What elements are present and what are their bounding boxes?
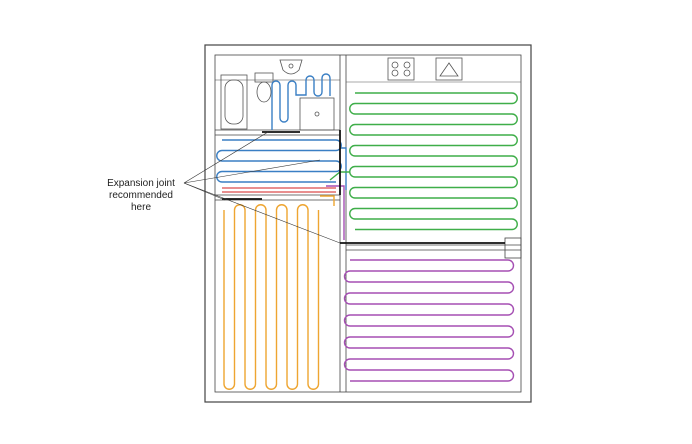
bathtub-icon <box>220 74 248 130</box>
callout-line-1: Expansion joint <box>107 178 175 189</box>
feed-line-4 <box>320 195 335 206</box>
kitchen-living-loop <box>349 92 518 231</box>
expansion-joint-callout: Expansion joint recommended here <box>100 178 182 214</box>
bedroom-right-loop <box>343 259 515 382</box>
washbasin-icon <box>279 59 303 75</box>
feed-line-3 <box>326 185 345 240</box>
callout-leaders <box>183 131 341 244</box>
toilet-icon <box>254 72 274 103</box>
inner-wall <box>214 54 522 393</box>
leader-mid <box>183 159 321 184</box>
leader-bedroom <box>183 182 341 244</box>
shower-tray-icon <box>299 97 335 131</box>
expansion-joints <box>222 130 505 244</box>
wall-niche <box>504 237 522 259</box>
bathroom-loop <box>216 139 342 183</box>
bathroom-wiggle-loop <box>271 73 331 130</box>
kitchen-sink-icon <box>435 57 463 81</box>
outer-wall <box>204 44 532 403</box>
callout-line-2: recommended <box>109 190 173 201</box>
heating-loops <box>216 73 518 390</box>
entry-hall-loop <box>222 187 336 193</box>
hob-icon <box>387 57 415 81</box>
feed-line-1 <box>340 147 347 190</box>
bedroom-left-loop <box>223 204 320 390</box>
fixtures <box>220 57 521 131</box>
leader-bathroom <box>183 131 269 184</box>
callout-line-3: here <box>130 202 151 213</box>
